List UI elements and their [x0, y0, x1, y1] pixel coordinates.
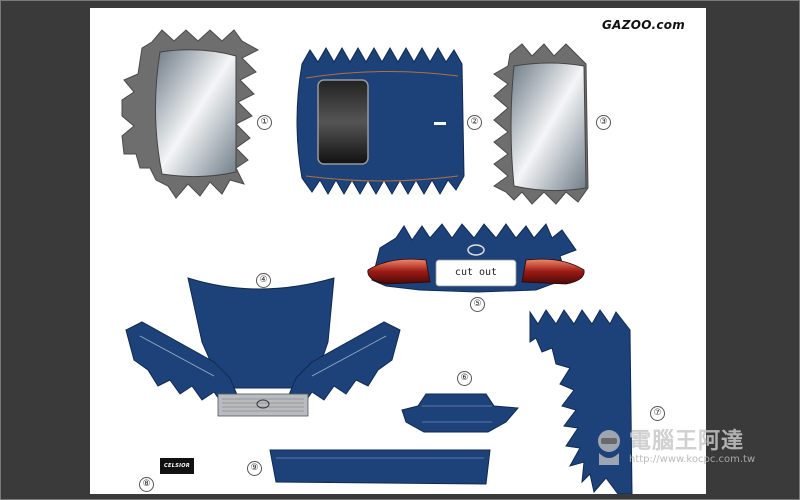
part-4-hood [125, 277, 401, 417]
part-2-roof [296, 46, 465, 196]
watermark-title: 電腦王阿達 [629, 429, 745, 454]
part-6-bumper [401, 393, 520, 433]
part-number-9: ⑨ [247, 461, 262, 476]
part-3-rear-window [493, 43, 589, 205]
papercraft-page[interactable]: GAZOO.com ① ② ③ ④ ⑤ ⑥ ⑦ ⑧ ⑨ cut out CELS… [90, 8, 706, 494]
cut-out-label: cut out [454, 267, 498, 278]
gazoo-logo: GAZOO.com [602, 18, 686, 32]
part-number-5: ⑤ [470, 297, 485, 312]
papercraft-parts [121, 29, 633, 494]
part-1-windshield [121, 29, 260, 199]
celsior-emblem: CELSIOR [160, 458, 194, 474]
part-9-rocker [269, 449, 491, 485]
part-5-rear-tail [367, 223, 585, 293]
part-number-7: ⑦ [650, 406, 665, 421]
site-watermark: 電腦王阿達 http://www.kocpc.com.tw [591, 421, 781, 473]
part-number-6: ⑥ [457, 371, 472, 386]
part-number-8: ⑧ [139, 477, 154, 492]
part-number-2: ② [467, 115, 482, 130]
part-number-3: ③ [596, 115, 611, 130]
watermark-url: http://www.kocpc.com.tw [629, 454, 756, 465]
part-number-4: ④ [256, 273, 271, 288]
mascot-icon [598, 430, 620, 465]
part-number-1: ① [257, 115, 272, 130]
